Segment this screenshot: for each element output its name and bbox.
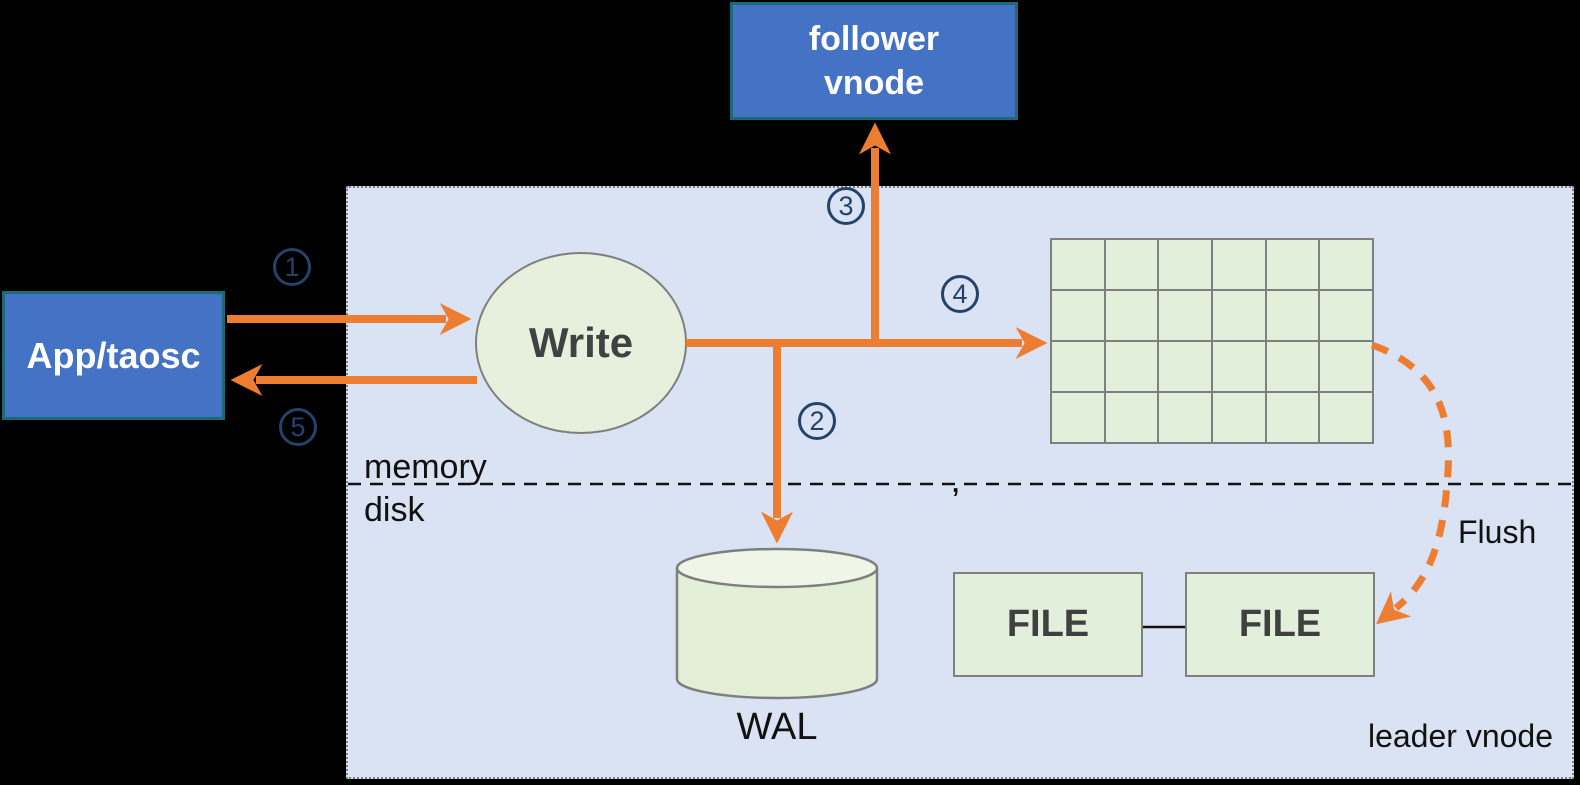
follower-vnode-box: follower vnode: [730, 2, 1018, 120]
step-5-badge: 5: [279, 408, 317, 446]
disk-label: disk: [364, 491, 425, 529]
memtable-cell: [1159, 240, 1211, 289]
memtable-cell: [1266, 342, 1319, 391]
memtable-cell: [1320, 342, 1372, 391]
memtable-cell: [1213, 393, 1265, 442]
write-label: Write: [528, 319, 634, 366]
memtable-cell: [1105, 291, 1158, 340]
app-taosc-label: App/taosc: [26, 334, 201, 376]
write-ellipse: Write: [475, 252, 687, 434]
memtable-cell: [1266, 291, 1319, 340]
follower-vnode-label: follower vnode: [808, 20, 940, 102]
file-1-label: FILE: [1006, 603, 1090, 645]
wal-cylinder: [675, 547, 879, 700]
leader-vnode-label: leader vnode: [1367, 718, 1553, 754]
app-taosc-box: App/taosc: [2, 291, 225, 420]
divider-comma-mark: ,: [952, 468, 960, 498]
memtable-cell: [1105, 393, 1158, 442]
step-2-badge: 2: [798, 402, 836, 440]
memtable-cell: [1052, 291, 1104, 340]
memtable-cell: [1320, 393, 1372, 442]
wal-label: WAL: [736, 706, 818, 748]
file-2-label: FILE: [1238, 603, 1322, 645]
memtable-grid: [1050, 238, 1374, 444]
memtable-cell: [1266, 240, 1319, 289]
memtable-cell: [1320, 291, 1372, 340]
memtable-cell: [1159, 291, 1211, 340]
step-4-badge: 4: [941, 275, 979, 313]
memtable-cell: [1052, 393, 1104, 442]
step-3-badge: 3: [827, 187, 865, 225]
memtable-cell: [1213, 342, 1265, 391]
wal-cylinder-top: [675, 547, 879, 589]
memory-label: memory: [364, 448, 487, 486]
memtable-cell: [1266, 393, 1319, 442]
memtable-cell: [1213, 240, 1265, 289]
memtable-cell: [1052, 342, 1104, 391]
memtable-cell: [1105, 342, 1158, 391]
file-box-1: FILE: [953, 572, 1143, 677]
wal-cylinder-body: [675, 568, 879, 700]
memtable-cell: [1159, 393, 1211, 442]
step-1-badge: 1: [273, 248, 311, 286]
memtable-cell: [1105, 240, 1158, 289]
memtable-cell: [1320, 240, 1372, 289]
flush-label: Flush: [1458, 514, 1537, 550]
memtable-cell: [1052, 240, 1104, 289]
file-box-2: FILE: [1185, 572, 1375, 677]
memtable-cell: [1159, 342, 1211, 391]
memtable-cell: [1213, 291, 1265, 340]
